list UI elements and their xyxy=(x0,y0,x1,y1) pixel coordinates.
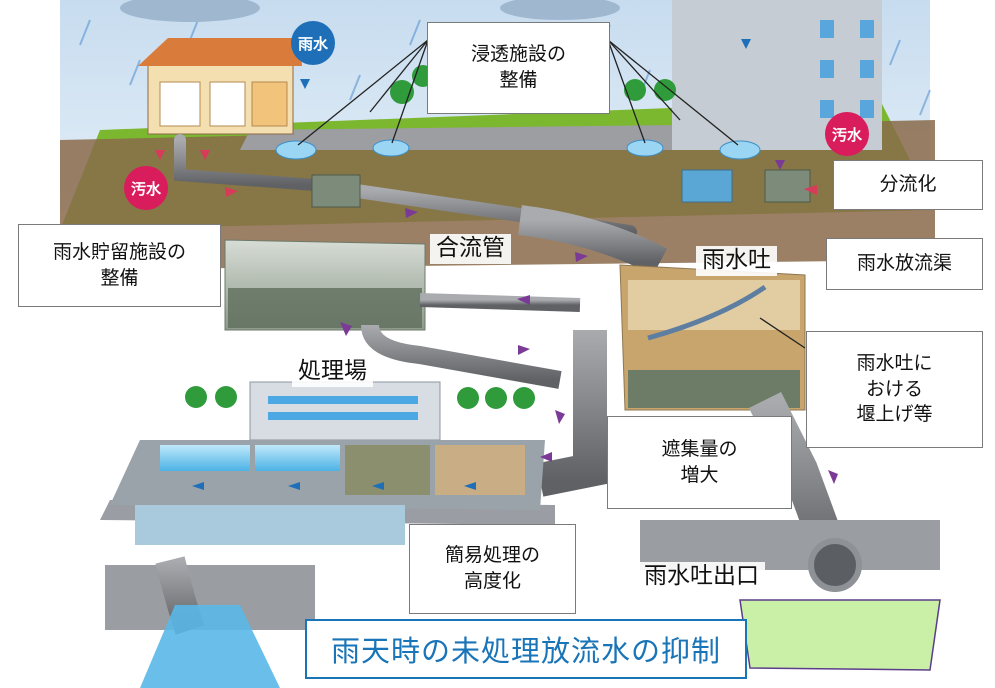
interceptor-pipe xyxy=(536,330,607,497)
label-separation: 分流化 xyxy=(833,160,983,210)
road xyxy=(240,125,700,150)
cloud xyxy=(500,0,620,20)
cso-chamber xyxy=(619,264,806,411)
river-wall-right xyxy=(640,520,940,570)
label-advanced-treatment-line2: 高度化 xyxy=(463,570,521,592)
label-storage: 雨水貯留施設の 整備 xyxy=(18,224,221,307)
label-interception-line2: 増大 xyxy=(680,463,719,486)
label-advanced-treatment: 簡易処理の 高度化 xyxy=(409,524,576,614)
label-stormwater-channel: 雨水放流渠 xyxy=(826,238,983,290)
house xyxy=(138,38,302,135)
manhole-left xyxy=(311,174,361,208)
label-advanced-treatment-line1: 簡易処理の xyxy=(444,544,540,567)
bypass-pipe xyxy=(361,324,562,389)
cso-outlet-pipe xyxy=(808,538,862,592)
flow-arrows-blue xyxy=(192,39,751,490)
sewage-badge-left: 汚水 xyxy=(124,166,168,210)
discharge-water xyxy=(140,605,280,688)
label-cso: 雨水吐 xyxy=(696,246,777,276)
rain-badge: 雨水 xyxy=(291,21,335,65)
label-infiltration: 浸透施設の 整備 xyxy=(427,22,610,114)
label-storage-line2: 整備 xyxy=(100,266,139,289)
sewage-badge-right: 汚水 xyxy=(825,112,869,156)
infiltration-units xyxy=(275,139,761,160)
label-interception: 遮集量の 増大 xyxy=(607,416,792,509)
label-weir-line3: 堰上げ等 xyxy=(856,403,933,426)
label-cso-outlet: 雨水吐出口 xyxy=(638,562,765,592)
label-interception-line1: 遮集量の xyxy=(661,437,738,460)
label-infiltration-line2: 整備 xyxy=(499,69,538,91)
trees-plant xyxy=(185,386,535,409)
storage-pipe xyxy=(419,293,581,312)
label-weir-line1: 雨水吐に xyxy=(856,352,933,375)
banner-title: 雨天時の未処理放流水の抑制 xyxy=(305,619,747,679)
manhole-sewage xyxy=(764,169,811,203)
label-combined-pipe: 合流管 xyxy=(430,234,511,264)
sewage-arrows xyxy=(155,150,817,197)
label-weir-line2: おける xyxy=(865,377,923,400)
manhole-stormwater xyxy=(681,169,733,203)
cloud xyxy=(120,0,260,22)
storage-tank xyxy=(224,239,426,331)
label-storage-line1: 雨水貯留施設の xyxy=(52,240,186,263)
label-weir: 雨水吐に おける 堰上げ等 xyxy=(806,331,983,448)
soil xyxy=(60,120,935,270)
flow-arrows xyxy=(340,160,838,484)
label-plant: 処理場 xyxy=(292,357,373,387)
combined-pipe xyxy=(518,205,668,276)
label-infiltration-line1: 浸透施設の xyxy=(470,43,566,66)
treatment-plant xyxy=(100,381,555,545)
